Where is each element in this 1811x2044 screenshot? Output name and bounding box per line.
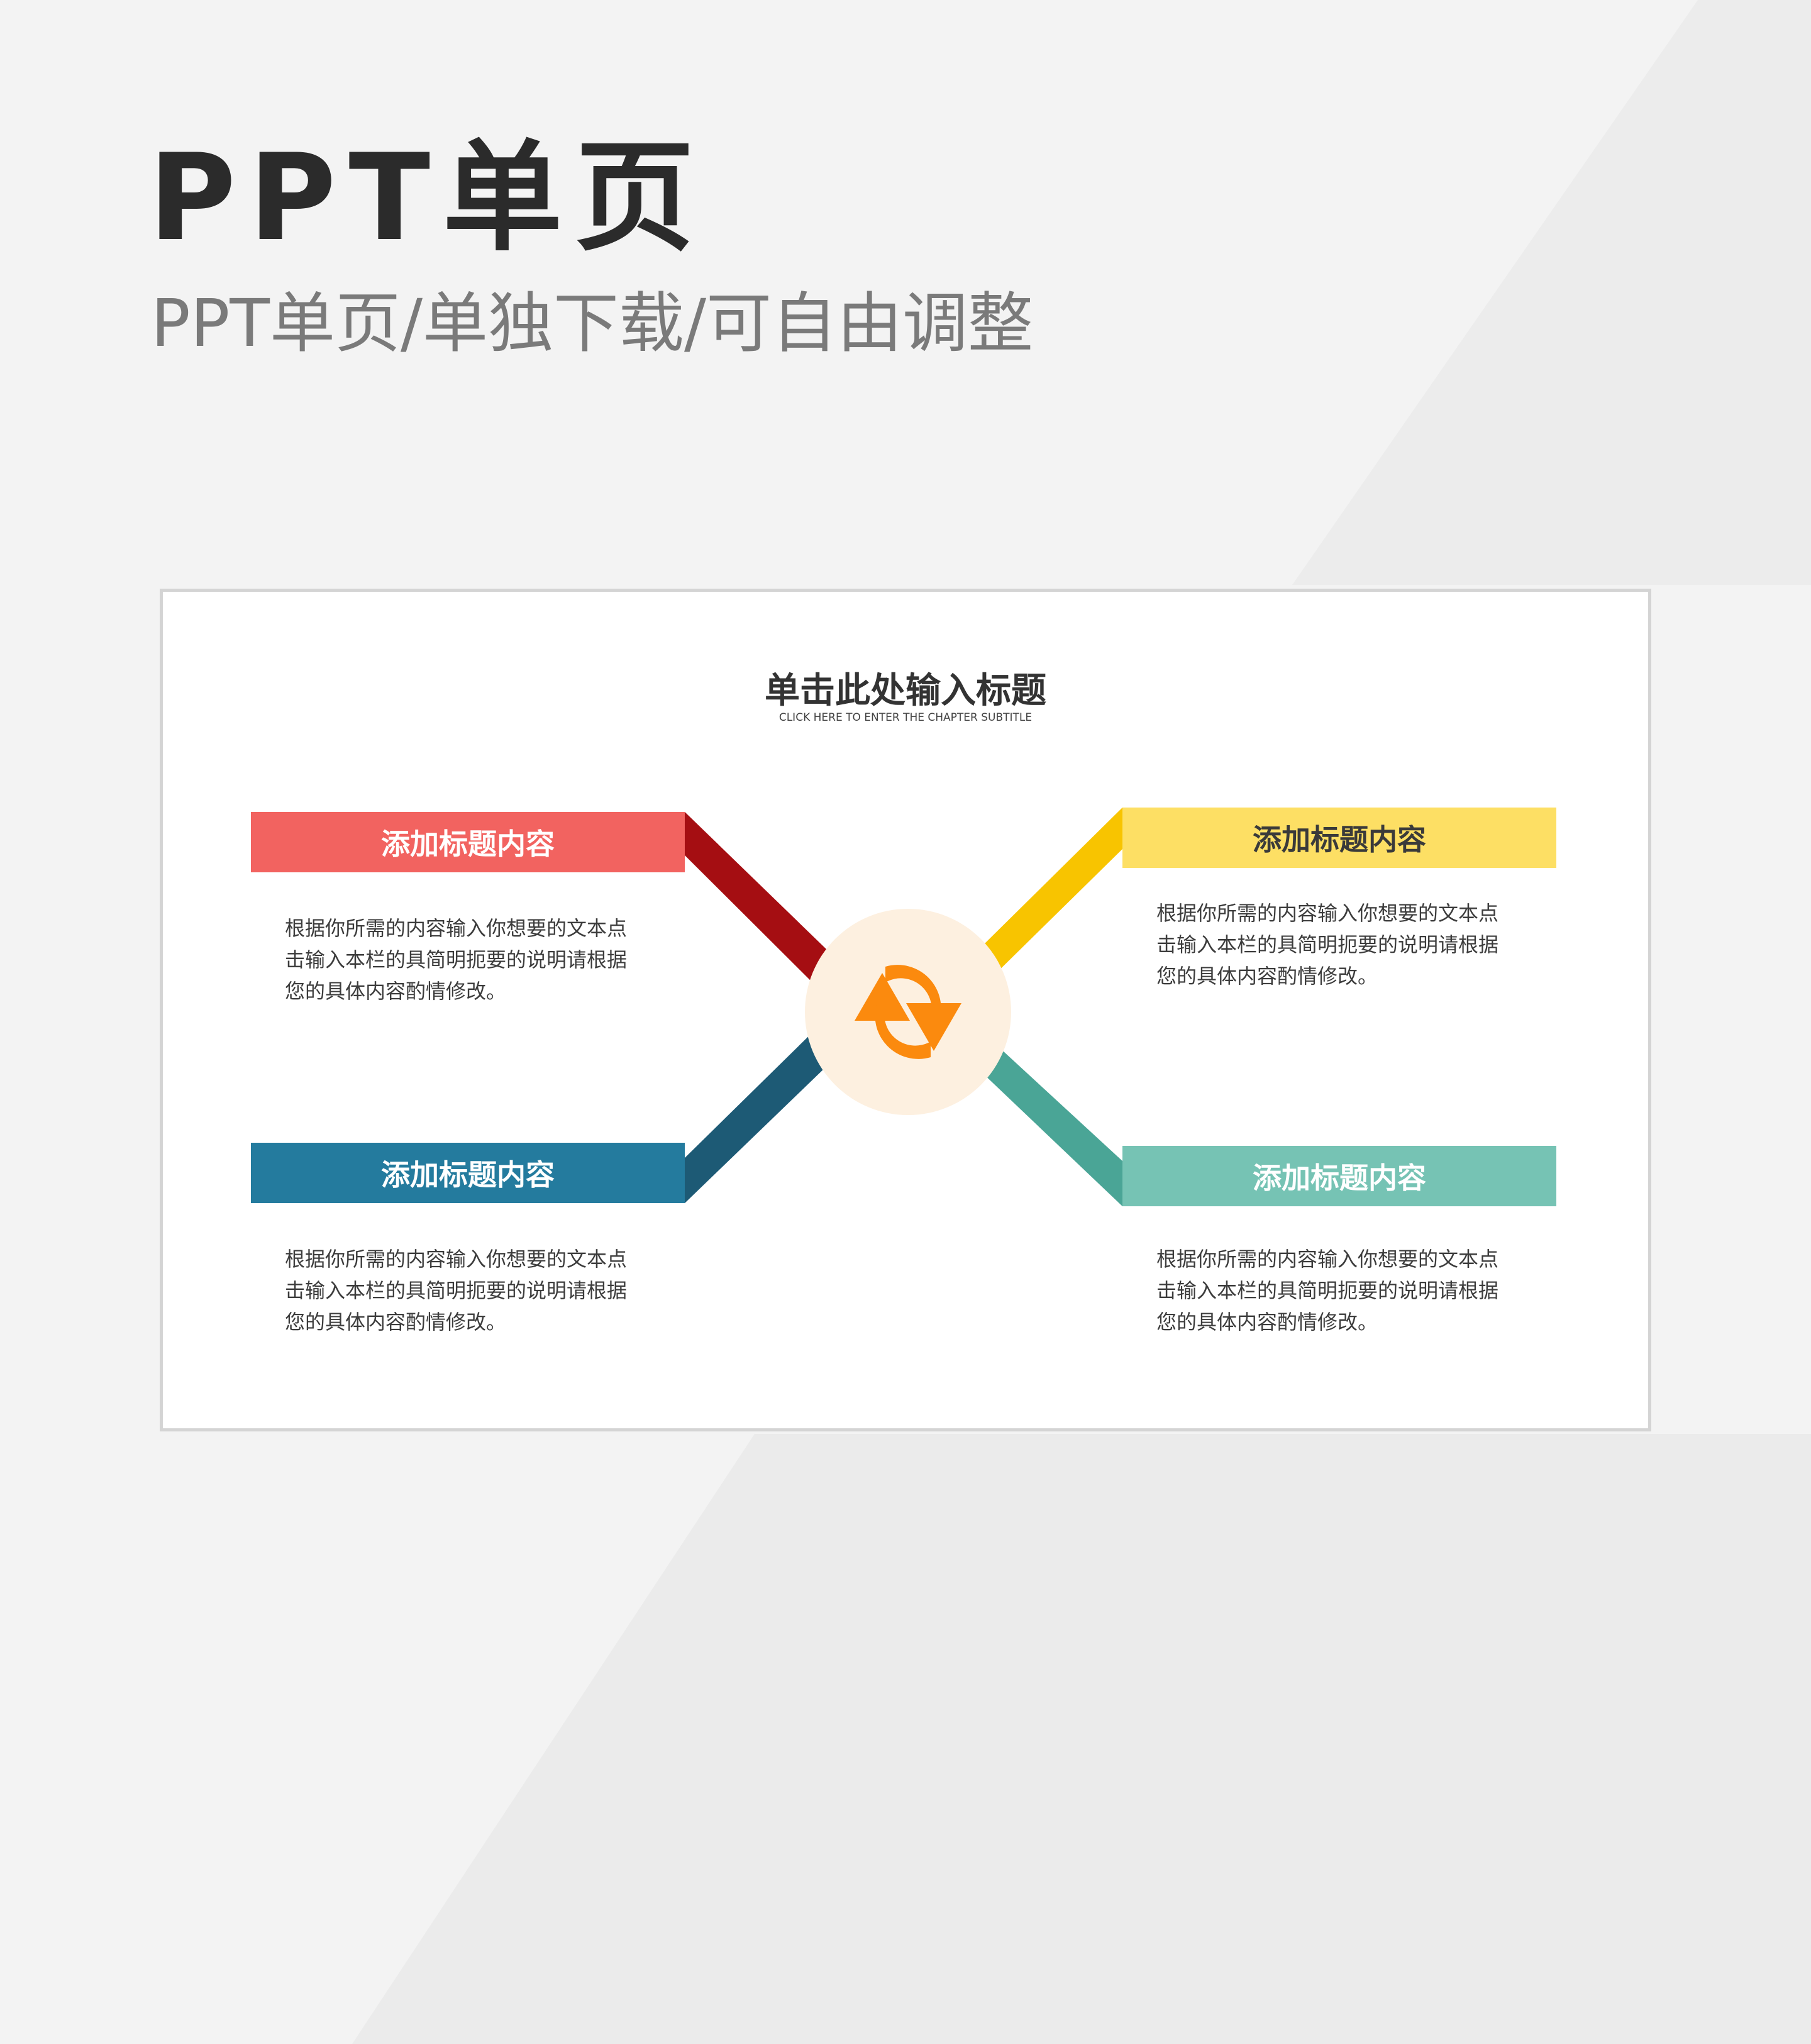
description-line: 根据你所需的内容输入你想要的文本点: [285, 916, 628, 940]
description-line: 击输入本栏的具简明扼要的说明请根据: [1156, 1279, 1499, 1302]
heading-bar-bottom-left[interactable]: 添加标题内容: [251, 1143, 685, 1203]
diagram-graphic: [685, 808, 1122, 1206]
header-title: PPT单页: [148, 128, 707, 267]
heading-bar-bottom-right[interactable]: 添加标题内容: [1122, 1146, 1556, 1206]
description-line: 击输入本栏的具简明扼要的说明请根据: [285, 948, 628, 972]
slide-subtitle[interactable]: CLICK HERE TO ENTER THE CHAPTER SUBTITLE: [778, 711, 1033, 724]
connector-yellow: [979, 808, 1122, 990]
description-line: 您的具体内容酌情修改。: [285, 979, 507, 1003]
connector-red: [685, 812, 828, 998]
description-line: 您的具体内容酌情修改。: [1156, 1310, 1378, 1334]
header-subtitle: PPT单页/单独下载/可自由调整: [151, 285, 1034, 362]
description-line: 根据你所需的内容输入你想要的文本点: [1156, 1247, 1499, 1271]
connector-blue: [685, 1017, 828, 1203]
description-bottom-left[interactable]: 根据你所需的内容输入你想要的文本点 击输入本栏的具简明扼要的说明请根据 您的具体…: [285, 1243, 687, 1338]
center-circle: [805, 909, 1011, 1115]
description-line: 您的具体内容酌情修改。: [285, 1310, 507, 1334]
slide-title[interactable]: 单击此处输入标题: [765, 670, 1046, 711]
description-bottom-right[interactable]: 根据你所需的内容输入你想要的文本点 击输入本栏的具简明扼要的说明请根据 您的具体…: [1156, 1243, 1559, 1338]
description-top-left[interactable]: 根据你所需的内容输入你想要的文本点 击输入本栏的具简明扼要的说明请根据 您的具体…: [285, 913, 687, 1007]
description-line: 根据你所需的内容输入你想要的文本点: [1156, 901, 1499, 925]
heading-bar-top-right[interactable]: 添加标题内容: [1122, 808, 1556, 868]
description-line: 根据你所需的内容输入你想要的文本点: [285, 1247, 628, 1271]
description-line: 您的具体内容酌情修改。: [1156, 964, 1378, 988]
slide-canvas: 单击此处输入标题 CLICK HERE TO ENTER THE CHAPTER…: [160, 589, 1651, 1431]
description-line: 击输入本栏的具简明扼要的说明请根据: [285, 1279, 628, 1302]
description-top-right[interactable]: 根据你所需的内容输入你想要的文本点 击输入本栏的具简明扼要的说明请根据 您的具体…: [1156, 897, 1559, 992]
description-line: 击输入本栏的具简明扼要的说明请根据: [1156, 933, 1499, 957]
connector-teal: [979, 1029, 1122, 1206]
heading-bar-top-left[interactable]: 添加标题内容: [251, 812, 685, 872]
refresh-icon: [855, 965, 961, 1059]
